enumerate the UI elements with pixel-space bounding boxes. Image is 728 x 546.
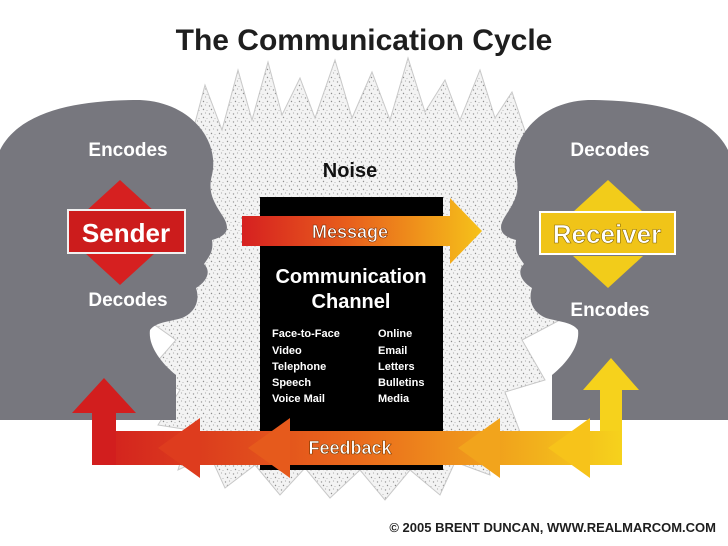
channel-title-line1: Communication	[275, 266, 426, 288]
receiver-double-arrow-icon	[573, 180, 643, 288]
channel-item: Online	[378, 328, 412, 340]
channel-item: Voice Mail	[272, 393, 325, 405]
receiver-label: Receiver	[553, 219, 661, 249]
channel-item: Media	[378, 393, 410, 405]
sender-double-arrow-icon	[85, 180, 155, 285]
channel-item: Video	[272, 345, 302, 357]
sender-badge	[67, 209, 186, 254]
channel-item: Email	[378, 345, 407, 357]
sender-label: Sender	[82, 218, 170, 248]
receiver-badge	[539, 211, 676, 255]
receiver-decodes-label: Decodes	[570, 140, 649, 161]
diagram-title: The Communication Cycle	[176, 24, 553, 57]
channel-title-line2: Channel	[312, 291, 391, 313]
channel-item: Telephone	[272, 361, 326, 373]
channel-left-list: Face-to-Face Video Telephone Speech Voic…	[272, 328, 340, 405]
sender-decodes-label: Decodes	[88, 290, 167, 311]
message-arrow-icon	[242, 198, 482, 264]
channel-item: Face-to-Face	[272, 328, 340, 340]
receiver-encodes-label: Encodes	[570, 300, 649, 321]
channel-item: Letters	[378, 361, 415, 373]
channel-right-list: Online Email Letters Bulletins Media	[378, 328, 424, 405]
feedback-label: Feedback	[308, 438, 392, 458]
channel-item: Bulletins	[378, 377, 424, 389]
channel-item: Speech	[272, 377, 311, 389]
sender-encodes-label: Encodes	[88, 140, 167, 161]
message-label: Message	[312, 222, 388, 242]
noise-label: Noise	[323, 160, 377, 182]
copyright-text: © 2005 BRENT DUNCAN, WWW.REALMARCOM.COM	[389, 520, 716, 535]
feedback-arrow-icon	[72, 358, 639, 478]
